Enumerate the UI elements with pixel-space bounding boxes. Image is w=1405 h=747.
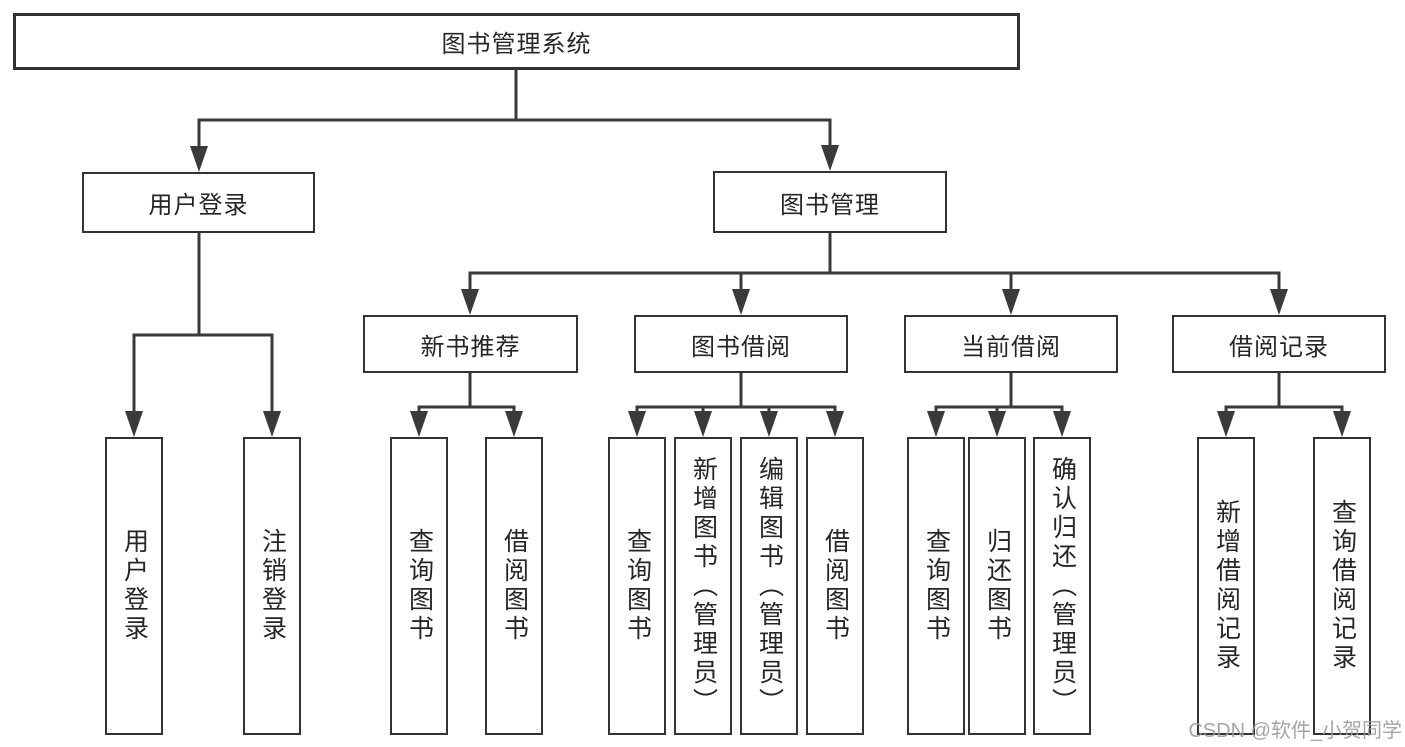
leaf-borrow-book-label: 借阅图书 bbox=[821, 528, 850, 644]
arrowhead-icon bbox=[505, 411, 523, 437]
node-book-borrow-label: 图书借阅 bbox=[691, 333, 791, 361]
node-book-management-label: 图书管理 bbox=[780, 191, 880, 219]
leaf-query-borrow-record: 查询借阅记录 bbox=[1313, 437, 1371, 735]
leaf-logout-label: 注销登录 bbox=[258, 528, 287, 644]
leaf-return-book: 归还图书 bbox=[968, 437, 1026, 735]
arrowhead-icon bbox=[1053, 411, 1071, 437]
node-current-borrow-label: 当前借阅 bbox=[961, 333, 1061, 361]
arrowhead-icon bbox=[760, 411, 778, 437]
arrowhead-icon bbox=[263, 411, 281, 437]
arrowhead-icon bbox=[988, 411, 1006, 437]
leaf-add-book-admin: 新增图书（管理员） bbox=[674, 437, 732, 735]
leaf-borrow-book-recommend-label: 借阅图书 bbox=[500, 528, 529, 644]
arrowhead-icon bbox=[1333, 411, 1351, 437]
leaf-user-login: 用户登录 bbox=[105, 437, 163, 735]
node-borrow-record-label: 借阅记录 bbox=[1229, 333, 1329, 361]
leaf-add-book-admin-label: 新增图书（管理员） bbox=[689, 455, 718, 717]
leaf-edit-book-admin-label: 编辑图书（管理员） bbox=[755, 455, 784, 717]
node-book-management: 图书管理 bbox=[713, 171, 947, 233]
leaf-user-login-label: 用户登录 bbox=[120, 528, 149, 644]
leaf-query-book-borrow-label: 查询图书 bbox=[623, 528, 652, 644]
arrowhead-icon bbox=[461, 289, 479, 315]
arrowhead-icon bbox=[927, 411, 945, 437]
leaf-query-book-current: 查询图书 bbox=[907, 437, 965, 735]
leaf-query-book-current-label: 查询图书 bbox=[922, 528, 951, 644]
leaf-edit-book-admin: 编辑图书（管理员） bbox=[740, 437, 798, 735]
node-new-book-recommend: 新书推荐 bbox=[363, 315, 578, 373]
node-borrow-record: 借阅记录 bbox=[1172, 315, 1386, 373]
arrowhead-icon bbox=[826, 411, 844, 437]
node-root-label: 图书管理系统 bbox=[441, 31, 592, 58]
leaf-confirm-return-admin: 确认归还（管理员） bbox=[1033, 437, 1091, 735]
leaf-query-book-recommend-label: 查询图书 bbox=[405, 528, 434, 644]
leaf-add-borrow-record-label: 新增借阅记录 bbox=[1212, 499, 1241, 673]
arrowhead-icon bbox=[732, 289, 750, 315]
node-root: 图书管理系统 bbox=[13, 13, 1020, 70]
arrowhead-icon bbox=[694, 411, 712, 437]
arrowhead-icon bbox=[628, 411, 646, 437]
node-book-borrow: 图书借阅 bbox=[634, 315, 848, 373]
leaf-query-book-borrow: 查询图书 bbox=[608, 437, 666, 735]
leaf-borrow-book: 借阅图书 bbox=[806, 437, 864, 735]
leaf-return-book-label: 归还图书 bbox=[983, 528, 1012, 644]
arrowhead-icon bbox=[1002, 289, 1020, 315]
arrowhead-icon bbox=[190, 146, 208, 172]
watermark: CSDN @软件_小贺同学 bbox=[1188, 720, 1402, 742]
leaf-add-borrow-record: 新增借阅记录 bbox=[1197, 437, 1255, 735]
leaf-confirm-return-admin-label: 确认归还（管理员） bbox=[1048, 455, 1077, 717]
arrowhead-icon bbox=[821, 145, 839, 171]
node-new-book-recommend-label: 新书推荐 bbox=[420, 333, 521, 361]
arrowhead-icon bbox=[410, 411, 428, 437]
node-current-borrow: 当前借阅 bbox=[904, 315, 1118, 373]
leaf-borrow-book-recommend: 借阅图书 bbox=[485, 437, 543, 735]
leaf-logout: 注销登录 bbox=[243, 437, 301, 735]
arrowhead-icon bbox=[125, 411, 143, 437]
leaf-query-book-recommend: 查询图书 bbox=[390, 437, 448, 735]
arrowhead-icon bbox=[1270, 289, 1288, 315]
node-user-login-label: 用户登录 bbox=[148, 192, 249, 219]
node-user-login: 用户登录 bbox=[82, 172, 315, 233]
arrowhead-icon bbox=[1217, 411, 1235, 437]
leaf-query-borrow-record-label: 查询借阅记录 bbox=[1328, 499, 1357, 673]
